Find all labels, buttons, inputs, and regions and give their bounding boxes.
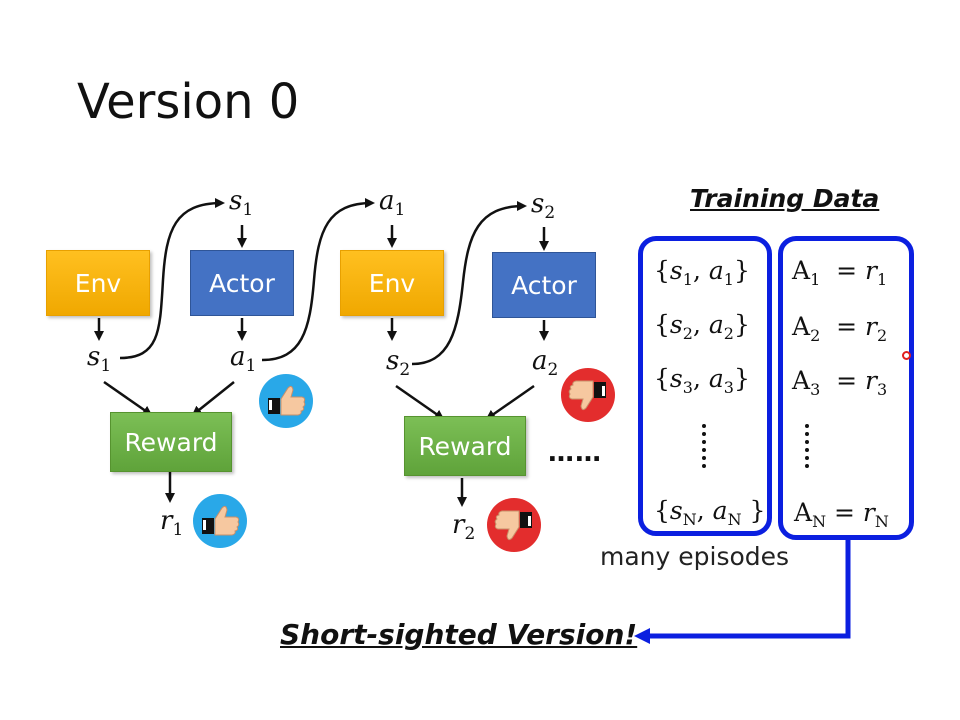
actor-box-1: Actor	[190, 250, 294, 316]
pair-s3-a3: {s3, a3}	[654, 364, 750, 397]
curve-s1-to-actor-input	[119, 198, 225, 360]
actor-box-2: Actor	[492, 252, 596, 318]
var-s2-top: s2	[531, 189, 556, 224]
var-a1: a1	[230, 342, 257, 377]
thumbs-down-icon	[487, 498, 541, 552]
vertical-dots-pairs	[702, 424, 710, 468]
many-episodes-caption: many episodes	[600, 542, 790, 571]
arrow-s2-reward2	[395, 384, 445, 420]
var-a1-top: a1	[379, 186, 406, 221]
adv-A1: A1 = r1	[792, 256, 888, 289]
training-data-title: Training Data	[690, 184, 880, 213]
var-r1: r1	[160, 506, 184, 541]
adv-A3: A3 = r3	[792, 366, 888, 399]
reward-box-2: Reward	[404, 416, 526, 476]
state-action-panel	[638, 236, 772, 536]
arrow-a2-reward2	[485, 384, 535, 420]
conclusion-text: Short-sighted Version!	[280, 618, 638, 651]
pointer-dot	[902, 351, 911, 360]
vertical-dots-adv	[805, 424, 813, 468]
var-s1-top: s1	[229, 186, 254, 221]
slide-title: Version 0	[77, 74, 300, 130]
pair-s2-a2: {s2, a2}	[654, 310, 750, 343]
pair-s1-a1: {s1, a1}	[654, 256, 750, 289]
var-a2: a2	[532, 346, 559, 381]
thumbs-down-icon	[561, 368, 615, 422]
arrow-s1-reward1	[103, 380, 153, 416]
curve-s2-to-actor-input	[411, 201, 527, 366]
curve-a1-to-env-input	[261, 198, 375, 362]
var-r2: r2	[452, 510, 476, 545]
reward-box-1: Reward	[110, 412, 232, 472]
env-box-1: Env	[46, 250, 150, 316]
adv-AN: AN = rN	[794, 498, 889, 531]
arrow-panel-to-conclusion	[634, 540, 851, 644]
env-box-2: Env	[340, 250, 444, 316]
ellipsis: ……	[548, 438, 602, 468]
thumbs-up-icon	[193, 494, 247, 548]
var-s1: s1	[87, 342, 112, 377]
var-s2: s2	[386, 346, 411, 381]
arrow-a1-reward1	[191, 381, 235, 416]
adv-A2: A2 = r2	[792, 312, 888, 345]
thumbs-up-icon	[259, 374, 313, 428]
pair-sN-aN: {sN, aN }	[654, 496, 766, 529]
advantage-panel	[778, 236, 914, 540]
